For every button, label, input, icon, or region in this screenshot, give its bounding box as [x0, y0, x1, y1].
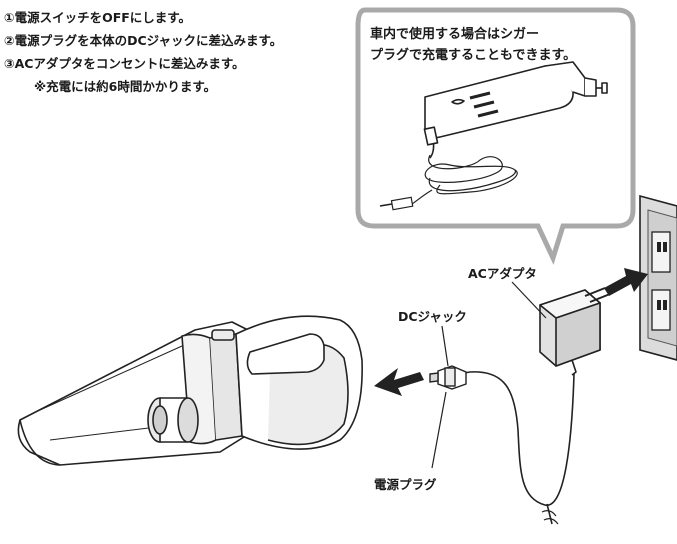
handheld-vacuum — [17, 315, 363, 466]
label-dc-jack: DCジャック — [398, 309, 467, 324]
cable-break-mark — [541, 510, 559, 525]
cable-end — [546, 503, 553, 525]
step-1: ①電源スイッチをOFFにします。 — [4, 10, 192, 25]
label-ac-adapter: ACアダプタ — [468, 266, 537, 281]
instruction-steps: ①電源スイッチをOFFにします。 ②電源プラグを本体のDCジャックに差込みます。… — [4, 6, 282, 98]
wall-outlet — [639, 194, 677, 361]
arrow-to-outlet-icon — [604, 268, 648, 296]
coiled-cord — [379, 154, 518, 211]
car-charger-plug — [423, 61, 608, 159]
label-power-plug: 電源プラグ — [374, 477, 437, 492]
callout-text: 車内で使用する場合はシガー プラグで充電することもできます。 — [370, 24, 620, 66]
arrow-to-dc-jack-icon — [374, 368, 424, 396]
ac-adapter — [539, 287, 611, 376]
callout-line-1: 車内で使用する場合はシガー — [370, 27, 540, 42]
adapter-cable — [457, 371, 575, 506]
step-3: ③ACアダプタをコンセントに差込みます。 — [4, 56, 245, 71]
label-leaders — [431, 281, 547, 469]
step-2: ②電源プラグを本体のDCジャックに差込みます。 — [4, 33, 283, 48]
charging-note: ※充電には約6時間かかります。 — [34, 79, 217, 94]
callout-line-2: プラグで充電することもできます。 — [370, 48, 577, 63]
dc-power-plug — [429, 365, 467, 390]
